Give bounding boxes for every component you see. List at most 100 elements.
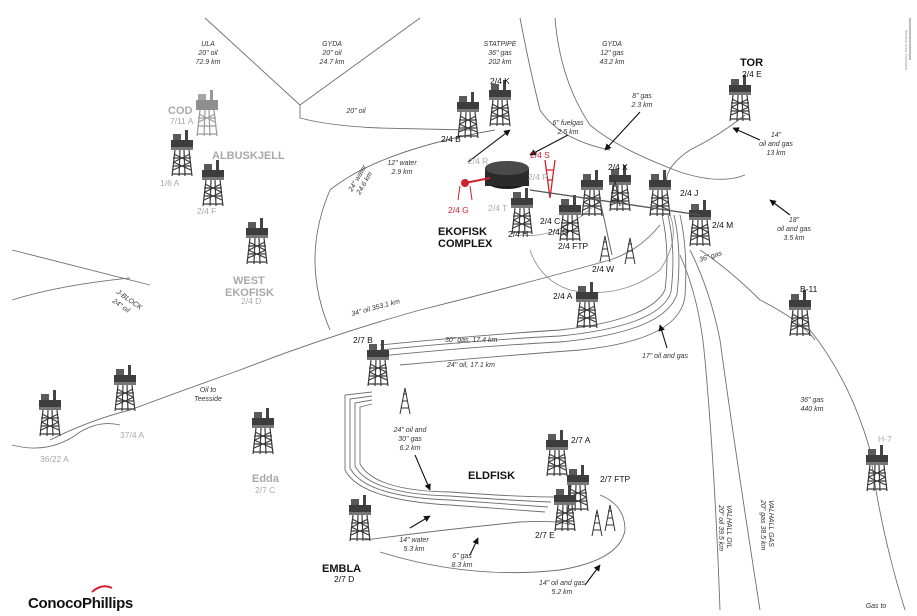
svg-text:6.2 km: 6.2 km	[399, 445, 420, 452]
svg-text:30" gas, 17.4 km: 30" gas, 17.4 km	[445, 337, 497, 344]
svg-text:Oil to: Oil to	[200, 387, 216, 394]
svg-text:5.3 km: 5.3 km	[403, 546, 424, 553]
label-2-4-f: 2/4 F	[197, 206, 216, 216]
svg-text:VALHALL OIL: VALHALL OIL	[725, 505, 732, 549]
svg-text:30" gas: 30" gas	[398, 436, 422, 443]
svg-text:6" fuelgas: 6" fuelgas	[553, 120, 584, 127]
platform-2-4-d	[245, 217, 269, 265]
field-edda: Edda	[252, 473, 280, 485]
platform-2-7-c	[251, 407, 275, 455]
label-2-4-p: 2/4 P	[528, 172, 548, 182]
label-2-4-d: 2/4 D	[241, 296, 261, 306]
platform-labels: 2/4 E 7/11 A 1/6 A 2/4 F 2/4 D 2/4 K 2/4…	[40, 69, 892, 584]
platform-36-22-a	[38, 389, 62, 437]
platform-2-4-b	[456, 91, 480, 139]
platform-2-7-d	[348, 494, 372, 542]
svg-text:GYDA: GYDA	[322, 41, 342, 48]
label-2-4-x: 2/4 X	[608, 162, 628, 172]
label-1-6-a: 1/6 A	[160, 178, 180, 188]
label-2-7-c: 2/7 C	[255, 485, 275, 495]
label-37-4-a: 37/4 A	[120, 430, 144, 440]
svg-text:8" gas: 8" gas	[632, 93, 652, 100]
logo-swoosh-icon	[91, 585, 113, 593]
platform-2-7-a	[545, 429, 569, 477]
label-2-4-e: 2/4 E	[742, 69, 762, 79]
svg-text:2.5 km: 2.5 km	[556, 129, 578, 136]
svg-text:Gas to: Gas to	[866, 603, 887, 610]
platform-b-11	[788, 289, 812, 337]
label-2-4-c: 2/4 C	[540, 216, 560, 226]
svg-text:STATPIPE: STATPIPE	[484, 41, 517, 48]
svg-text:43.2 km: 43.2 km	[600, 59, 625, 66]
svg-text:oil and gas: oil and gas	[759, 141, 793, 148]
svg-text:5.2 km: 5.2 km	[551, 589, 572, 596]
svg-text:36" gas: 36" gas	[800, 397, 824, 404]
platform-2-7-e	[553, 484, 577, 532]
label-2-7-b: 2/7 B	[353, 335, 373, 345]
label-2-4-q: 2/4 Q	[548, 227, 569, 237]
platform-2-4-e	[728, 74, 752, 122]
svg-text:2.3 km: 2.3 km	[630, 102, 652, 109]
label-2-4-t: 2/4 T	[488, 203, 507, 213]
field-ekofisk-complex-1: EKOFISK	[438, 226, 487, 238]
label-2-4-ftp: 2/4 FTP	[558, 241, 589, 251]
label-7-11-a: 7/11 A	[170, 116, 194, 126]
svg-text:14": 14"	[771, 132, 782, 139]
svg-text:24" oil and: 24" oil and	[393, 427, 428, 434]
svg-text:20" oil: 20" oil	[345, 108, 366, 115]
platform-2-4-f	[201, 159, 225, 207]
svg-text:36" gas: 36" gas	[488, 50, 512, 57]
platform-2-4-a	[575, 281, 599, 329]
platform-1-6-a	[170, 129, 194, 177]
svg-text:34" oil 353.1 km: 34" oil 353.1 km	[351, 298, 401, 318]
platform-2-7-b	[366, 339, 390, 387]
label-36-22-a: 36/22 A	[40, 454, 69, 464]
svg-text:18": 18"	[789, 217, 800, 224]
label-arrows	[409, 111, 791, 586]
svg-text:VALHALL GAS: VALHALL GAS	[767, 500, 774, 547]
field-tor: TOR	[740, 57, 763, 69]
label-2-7-a: 2/7 A	[571, 435, 591, 445]
field-ekofisk-complex-2: COMPLEX	[438, 238, 493, 250]
svg-text:72.9 km: 72.9 km	[196, 59, 221, 66]
svg-text:3.5 km: 3.5 km	[783, 235, 804, 242]
svg-text:20" gas 38.5 km: 20" gas 38.5 km	[759, 499, 766, 551]
pipelines	[11, 17, 911, 611]
field-embla: EMBLA	[322, 563, 361, 575]
svg-text:oil and gas: oil and gas	[777, 226, 811, 233]
svg-text:13 km: 13 km	[766, 150, 785, 157]
label-b-11: B-11	[800, 284, 818, 294]
field-albuskjell: ALBUSKJELL	[212, 150, 285, 162]
svg-text:14" oil and gas: 14" oil and gas	[539, 580, 586, 587]
label-2-4-k: 2/4 K	[490, 76, 510, 86]
svg-text:6" gas: 6" gas	[452, 553, 472, 560]
label-2-4-r: 2/4 R	[468, 156, 488, 166]
platform-7-11-a	[195, 89, 219, 137]
field-west: WEST	[233, 275, 265, 287]
conocophillips-logo: ConocoPhillips	[28, 585, 133, 612]
label-h-7: H-7	[878, 434, 892, 444]
label-2-4-b: 2/4 B	[441, 134, 461, 144]
label-2-7-ftp: 2/7 FTP	[600, 474, 631, 484]
svg-text:2.9 km: 2.9 km	[390, 169, 412, 176]
svg-text:20" oil 39.5 km: 20" oil 39.5 km	[717, 504, 724, 551]
field-cod: COD	[168, 105, 193, 117]
svg-text:12" gas: 12" gas	[600, 50, 624, 57]
platform-2-4-m	[688, 199, 712, 247]
svg-text:ULA: ULA	[201, 41, 215, 48]
label-2-4-h: 2/4 H	[508, 229, 528, 239]
field-names: TOR COD ALBUSKJELL WEST EKOFISK EKOFISK …	[168, 57, 763, 575]
svg-text:17" oil and gas: 17" oil and gas	[642, 353, 689, 360]
label-2-7-d: 2/7 D	[334, 574, 354, 584]
platforms	[38, 74, 889, 542]
platform-2-4-c	[580, 169, 604, 217]
svg-text:24" oil, 17.1 km: 24" oil, 17.1 km	[446, 362, 495, 369]
svg-text:20" oil: 20" oil	[321, 50, 342, 57]
svg-text:20" oil: 20" oil	[197, 50, 218, 57]
label-2-4-m: 2/4 M	[712, 220, 733, 230]
svg-text:24.7 km: 24.7 km	[319, 59, 345, 66]
field-eldfisk: ELDFISK	[468, 470, 515, 482]
label-2-4-s: 2/4 S	[530, 150, 550, 160]
label-2-4-a: 2/4 A	[553, 291, 573, 301]
